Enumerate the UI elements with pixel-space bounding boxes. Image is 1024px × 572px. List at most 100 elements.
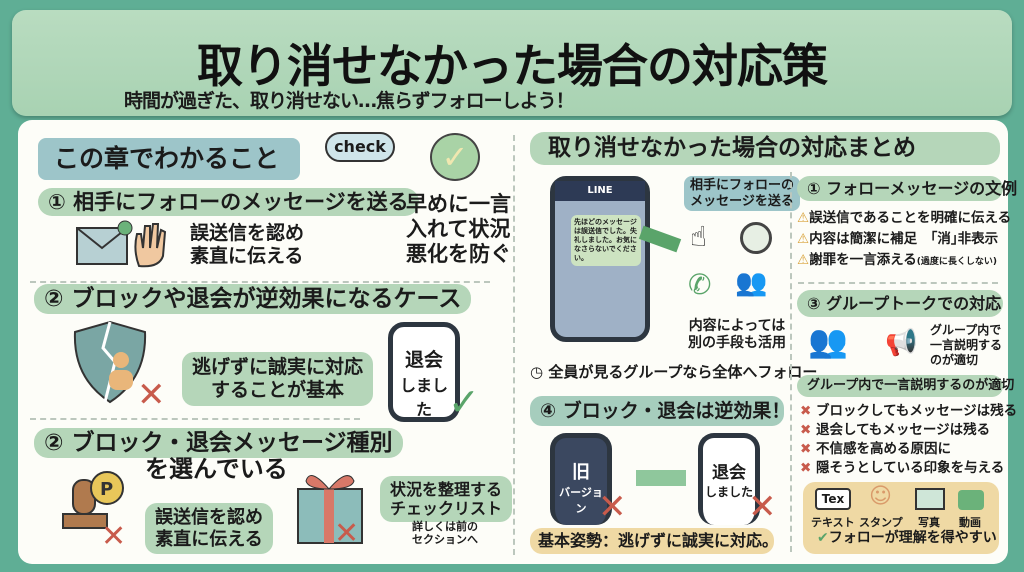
section3-bubble: 誤送信を認め 素直に伝える <box>145 503 273 555</box>
group-talk-heading: ③ グループトークでの対応 <box>797 290 1003 317</box>
media-note: ✔フォローが理解を得やすい <box>817 530 997 546</box>
clock-icon <box>740 222 772 254</box>
checkmark-icon: ✓ <box>430 133 480 181</box>
cross-icon: ✖ <box>800 403 817 419</box>
phone-call-icon: ✆ <box>688 268 712 301</box>
basic-stance: 基本姿勢：逃げずに誠実に対応。 <box>530 528 778 554</box>
list-item: ✖ 不信感を高める原因に <box>800 441 952 457</box>
bubble-line: 状況を整理する <box>390 480 503 499</box>
svg-text:✕: ✕ <box>137 375 166 406</box>
section3-heading: ② ブロック・退会メッセージ種別 <box>34 428 403 458</box>
svg-text:P: P <box>100 479 113 500</box>
list-item: ⚠誤送信であることを明確に伝える <box>797 210 1012 226</box>
list-item: ✖ ブロックしてもメッセージは残る <box>800 403 1018 419</box>
group-side-note: グループ内で 一言説明する のが適切 <box>930 323 1002 368</box>
cross-icon: ✕ <box>598 487 627 527</box>
media-label: テキスト <box>811 516 855 529</box>
people-chat-icon: 👥 <box>735 268 768 298</box>
media-label: 写真 <box>918 516 940 529</box>
text-icon: Tex <box>815 488 851 510</box>
bubble-line: 素直に伝える <box>190 244 304 267</box>
list-item: ✖ 退会してもメッセージは残る <box>800 422 991 438</box>
page-subtitle: 時間が過ぎた、取り消せない…焦らずフォローしよう！ <box>124 90 575 112</box>
follow-example-heading: ① フォローメッセージの文例 <box>797 176 1017 201</box>
summary-heading: 取り消せなかった場合の対応まとめ <box>530 132 1000 165</box>
label-line: メッセージを送る <box>690 193 794 209</box>
svg-text:✕: ✕ <box>101 519 126 550</box>
cross-icon: ✕ <box>748 487 777 527</box>
list-item: ✖ 隠そうとしている印象を与える <box>800 460 1005 476</box>
section1-side-note: 早めに一言 入れて状況 悪化を防ぐ <box>406 192 511 267</box>
stamp-icon: ☺ <box>869 484 892 509</box>
follow-label: 相手にフォローの メッセージを送る <box>684 176 801 212</box>
svg-text:✕: ✕ <box>334 516 359 547</box>
section1-heading: ① 相手にフォローのメッセージを送る <box>38 188 419 216</box>
app-title: LINE <box>555 181 645 201</box>
note-line: 詳しくは前の <box>412 520 478 533</box>
section2-bubble: 逃げずに誠実に対応 することが基本 <box>182 352 374 406</box>
chapter-label: この章でわかること <box>38 138 300 180</box>
column-divider <box>513 135 515 555</box>
note-line: 早めに一言 <box>406 192 511 216</box>
note-line: のが適切 <box>930 353 979 367</box>
column-divider <box>790 172 792 552</box>
bubble-line: 素直に伝える <box>155 528 263 550</box>
warning-icon: ⚠ <box>797 210 810 226</box>
negative-list: ✖ ブロックしてもメッセージは残る ✖ 退会してもメッセージは残る ✖ 不信感を… <box>800 402 1017 478</box>
note-line: グループ内で <box>930 323 1002 337</box>
alt-means-note: 内容によっては 別の手段も活用 <box>688 318 786 352</box>
phone-text: 退会 <box>712 463 746 483</box>
broken-shield-icon: ✕ <box>73 320 166 406</box>
cross-icon: ✖ <box>800 422 817 438</box>
divider <box>30 418 360 420</box>
block-withdraw-heading: ④ ブロック・退会は逆効果！ <box>530 396 790 426</box>
arrow-icon <box>636 470 686 486</box>
page-title: 取り消せなかった場合の対応策 <box>197 39 828 93</box>
phone-text: 旧 <box>572 462 590 483</box>
envelope-hand-icon <box>76 220 167 268</box>
note-line: 悪化を防ぐ <box>406 242 511 266</box>
group-people-icon: 👥 <box>808 322 848 360</box>
bubble-line: 逃げずに誠実に対応 <box>192 356 364 378</box>
megaphone-icon: 📢 <box>885 328 918 358</box>
section1-bubble: 誤送信を認め 素直に伝える <box>180 218 314 272</box>
check-icon: ✔ <box>817 530 829 546</box>
group-follow-note: ◷ 全員が見るグループなら全体へフォロー <box>530 363 817 381</box>
video-icon <box>958 490 984 510</box>
withdrawn-phone: 退会 しました <box>698 433 760 525</box>
checklist-bubble: 状況を整理する チェックリスト <box>380 476 513 523</box>
section2-heading: ② ブロックや退会が逆効果になるケース <box>34 284 472 314</box>
tap-icon: ☝ <box>690 220 708 253</box>
warning-icon: ⚠ <box>797 252 810 268</box>
note-line: 一言説明する <box>930 338 1003 352</box>
group-follow-text: 全員が見るグループなら全体へフォロー <box>548 363 818 381</box>
bubble-line: 誤送信を認め <box>190 222 305 244</box>
cross-icon: ✖ <box>800 441 817 457</box>
label-line: 相手にフォローの <box>690 178 795 193</box>
note-line: 別の手段も活用 <box>688 334 786 351</box>
gift-icon: ✕ <box>297 475 363 547</box>
phone-text: バージョン <box>559 486 603 515</box>
media-box: Tex ☺ テキスト スタンプ 写真 動画 ✔フォローが理解を得やすい <box>803 482 999 554</box>
list-item: ⚠謝罪を一言添える(過度に長くしない) <box>797 252 997 268</box>
see-previous-note: 詳しくは前の セクションへ <box>412 520 478 546</box>
note-line: 入れて状況 <box>406 217 511 241</box>
chat-message: 先ほどのメッセージは誤送信でした。失礼しました。お気になさらないでください。 <box>571 215 641 267</box>
note-line: セクションへ <box>412 533 478 547</box>
withdrawn-phone: 退会 しました <box>388 322 460 422</box>
check-icon: ✓ <box>448 380 480 424</box>
phone-text: しました <box>704 485 753 499</box>
bubble-line: 誤送信を認め <box>155 507 263 528</box>
line-phone: LINE 先ほどのメッセージは誤送信でした。失礼しました。お気になさらないでくだ… <box>550 176 650 342</box>
section3-heading-line2: を選んでいる <box>145 455 288 483</box>
header-banner: 取り消せなかった場合の対応策 時間が過ぎた、取り消せない…焦らずフォローしよう！ <box>12 10 1012 116</box>
old-version-phone: 旧 バージョン <box>550 433 612 525</box>
check-cloud-text: check <box>334 137 386 156</box>
divider <box>30 281 490 283</box>
note-line: 内容によっては <box>688 318 786 334</box>
bubble-line: することが基本 <box>211 378 345 401</box>
divider <box>798 282 998 284</box>
phone-text: 退会 <box>404 349 443 371</box>
photo-icon <box>915 488 945 510</box>
phone-text: しました <box>399 376 448 419</box>
